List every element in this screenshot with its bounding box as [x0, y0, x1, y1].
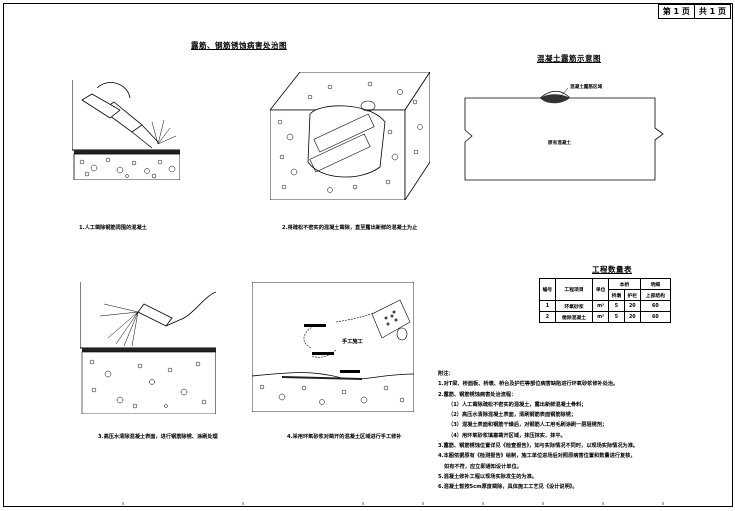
note-line: 5.混凝土修补工程以现场实际发生的为准。 — [438, 473, 537, 480]
note-line: （3）混凝土表面和钢筋干燥后，对钢筋人工用毛刷涂刷一层阻锈剂； — [448, 422, 608, 429]
step1-illustration — [72, 80, 180, 180]
step3-caption: 3.高压水清除混凝土表面，进行钢筋除锈、涂刷处理 — [98, 434, 218, 440]
step2-caption: 2.将疏松不密实的混凝土凿除，直至露出新鲜的混凝土为止 — [282, 225, 418, 231]
note-line: 2.露筋、钢筋锈蚀病害处治流程： — [438, 391, 517, 398]
step1-caption: 1.人工凿除钢筋周围的混凝土 — [79, 225, 147, 231]
col-sub-3: 上部结构 — [639, 289, 672, 301]
note-line: （1）人工凿除疏松不密实的混凝土，露出新鲜混凝土骨料； — [448, 401, 587, 408]
step4-illustration — [252, 282, 414, 412]
page-number-box: 第 1 页 共 1 页 — [657, 4, 731, 19]
step3-illustration — [80, 282, 216, 414]
bottom-scale-ticks — [122, 502, 664, 505]
notes-heading: 附注： — [438, 371, 454, 377]
col-sub-2: 护栏 — [623, 289, 641, 301]
note-line: 6.混凝土暂按5cm厚度凿除，具体施工工艺见《设计说明》。 — [438, 484, 578, 491]
note-line: （2）高压水清除混凝土表面，清刷钢筋表面钢筋除锈； — [448, 412, 577, 419]
col-no: 编号 — [539, 278, 556, 301]
col-item: 工程项目 — [554, 278, 594, 301]
quantity-table: 编号 工程项目 单位 本桥 明细 桥墩 护栏 上部结构 1 环氧砂浆 m³ 5 … — [539, 278, 672, 323]
concrete-exposure-diagram — [464, 87, 664, 181]
drawing-frame — [3, 3, 733, 507]
note-line: 如有不符，应立即通知设计单位。 — [444, 463, 522, 470]
note-line: 1.对T梁、桥面板、桥墩、桥台及护栏等部位病害缺陷进行环氧砂浆修补处治。 — [438, 381, 619, 388]
qty-table-title: 工程数量表 — [592, 265, 632, 274]
table-row: 2 凿除混凝土 m³ 5 20 60 — [539, 311, 672, 323]
exposed-area-label: 混凝土露筋区域 — [570, 85, 603, 90]
handwork-label: 手工施工 — [342, 339, 363, 345]
col-unit: 单位 — [592, 278, 610, 301]
step2-illustration — [270, 72, 430, 200]
col-group: 本桥 — [608, 278, 641, 290]
col-sub-1: 桥墩 — [608, 289, 625, 301]
main-title: 露筋、钢筋锈蚀病害处治图 — [191, 41, 287, 50]
notes-block: 附注： 1.对T梁、桥面板、桥墩、桥台及护栏等部位病害缺陷进行环氧砂浆修补处治。… — [438, 369, 638, 493]
concrete-diagram-title: 混凝土露筋示意图 — [537, 54, 601, 63]
note-line: 3.露筋、钢筋锈蚀位置详见《检查报告》，如与实际情况不同时，以现场实际情况为准。 — [438, 443, 639, 450]
step4-caption: 4.采用环氧砂浆对凿开的混凝土区域进行手工修补 — [287, 434, 402, 440]
total-label: 共 1 页 — [693, 5, 730, 18]
original-concrete-label: 原有混凝土 — [548, 141, 571, 146]
col-reference: 明细 — [639, 278, 672, 290]
note-line: （4）用环氧砂浆填塞凿开区域，抹压抹实、抹平。 — [448, 432, 566, 439]
page-label: 第 1 页 — [662, 7, 690, 16]
note-line: 4.本图依据原有《检测报告》绘制，施工单位进场后对照原病害位置和数量进行复核， — [438, 453, 636, 460]
table-row: 1 环氧砂浆 m³ 5 20 60 — [539, 300, 672, 312]
